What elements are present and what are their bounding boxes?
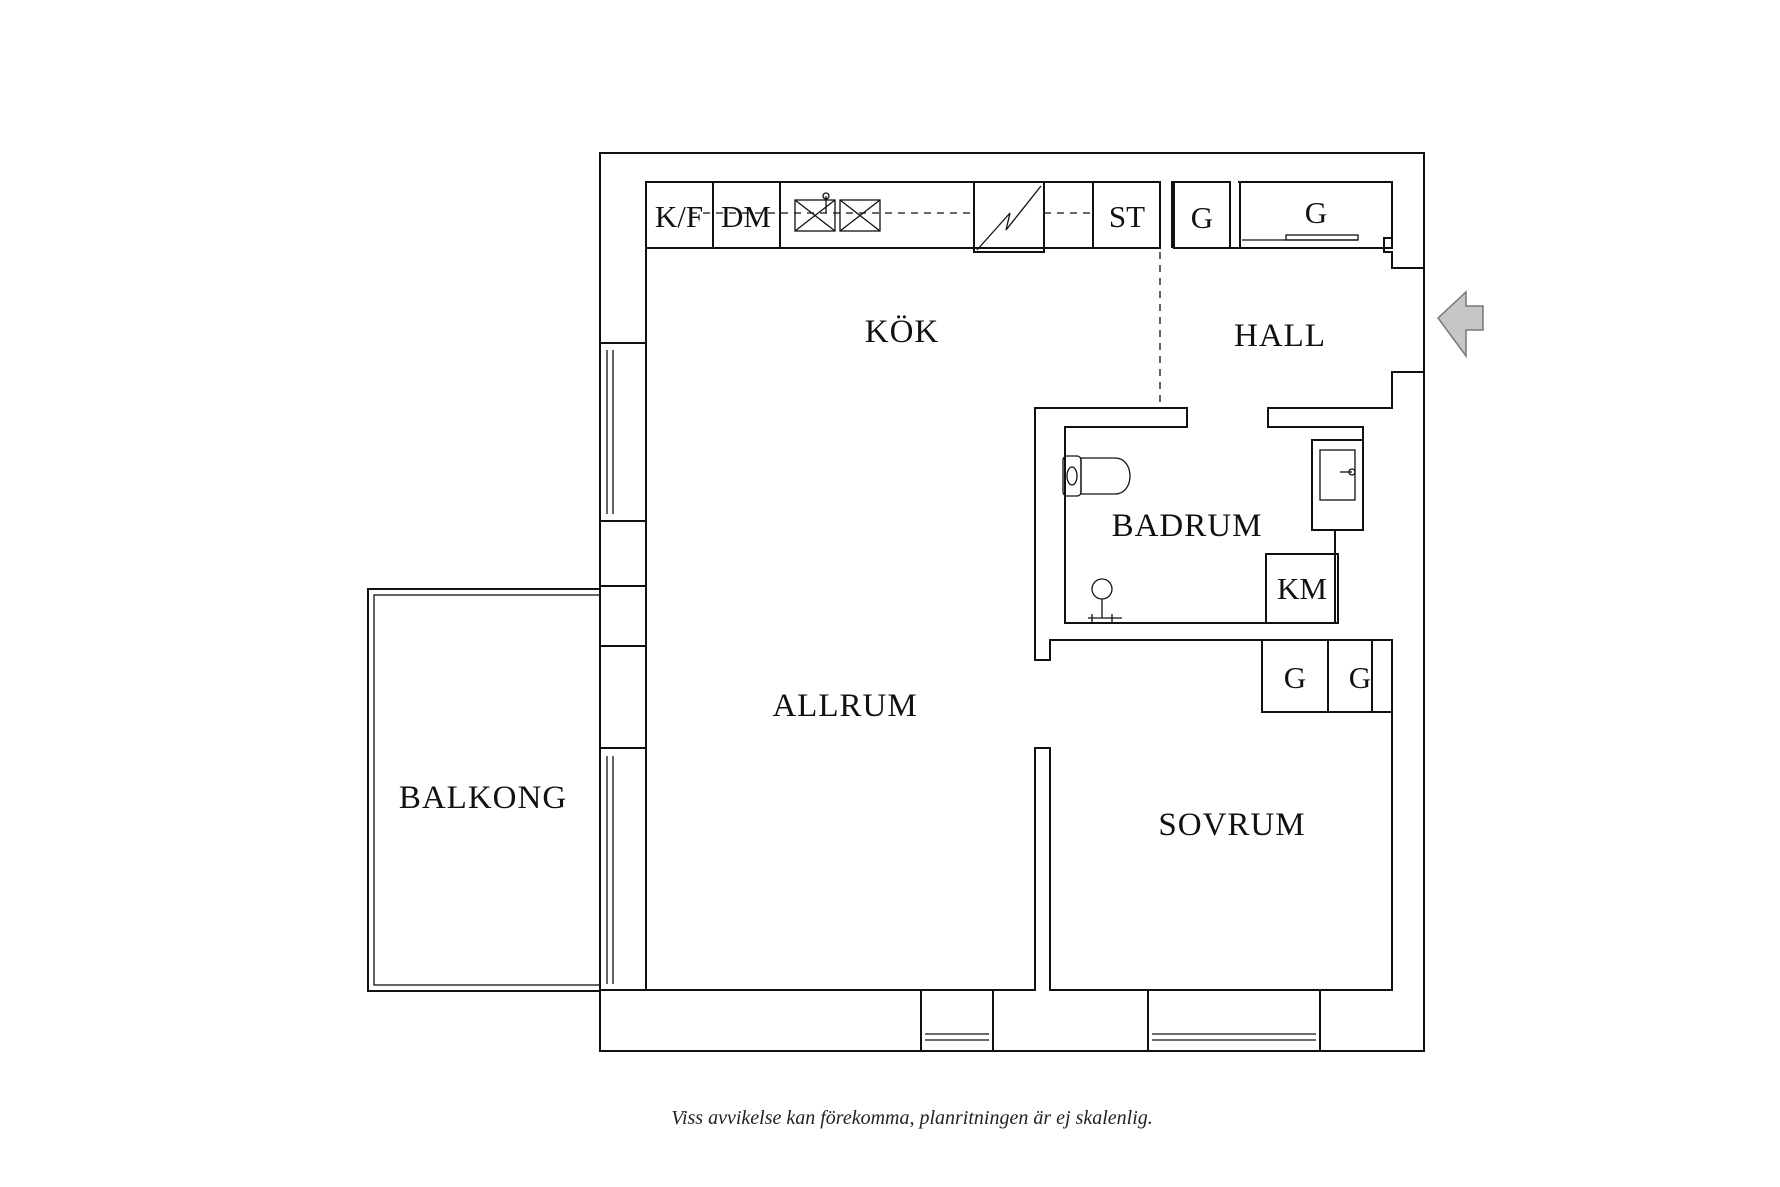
room-label-bathroom: BADRUM (1112, 508, 1263, 544)
balcony-outline (367, 588, 601, 992)
hall-wardrobe-label-1: G (1191, 200, 1213, 235)
entrance-arrow-icon (1436, 290, 1484, 359)
toilet-icon (1062, 455, 1131, 497)
room-label-balcony: BALKONG (399, 780, 567, 816)
shower-icon (1088, 578, 1122, 622)
hall-wardrobe-label-2: G (1305, 195, 1327, 230)
bedroom-wardrobes (1261, 639, 1393, 713)
south-windows (920, 989, 1321, 1052)
disclaimer-text: Viss avvikelse kan förekomma, planritnin… (671, 1107, 1153, 1129)
sink-icon (794, 192, 881, 232)
bedroom-wardrobe-label-2: G (1349, 660, 1371, 695)
dishwasher-label: DM (721, 199, 771, 234)
outer-walls (599, 152, 1425, 1052)
hall-wardrobes (1173, 181, 1393, 249)
room-label-hall: HALL (1234, 318, 1326, 354)
fridge-freezer-label: K/F (655, 199, 703, 234)
bedroom-wardrobe-label-1: G (1284, 660, 1306, 695)
tall-cabinet-label: ST (1109, 199, 1145, 234)
room-label-bedroom: SOVRUM (1158, 807, 1305, 843)
washing-machine-label: KM (1277, 571, 1327, 606)
stove-icon (973, 181, 1045, 253)
room-label-living-room: ALLRUM (772, 688, 917, 724)
room-label-kitchen: KÖK (865, 314, 940, 350)
bathroom-fixtures (1265, 439, 1364, 624)
